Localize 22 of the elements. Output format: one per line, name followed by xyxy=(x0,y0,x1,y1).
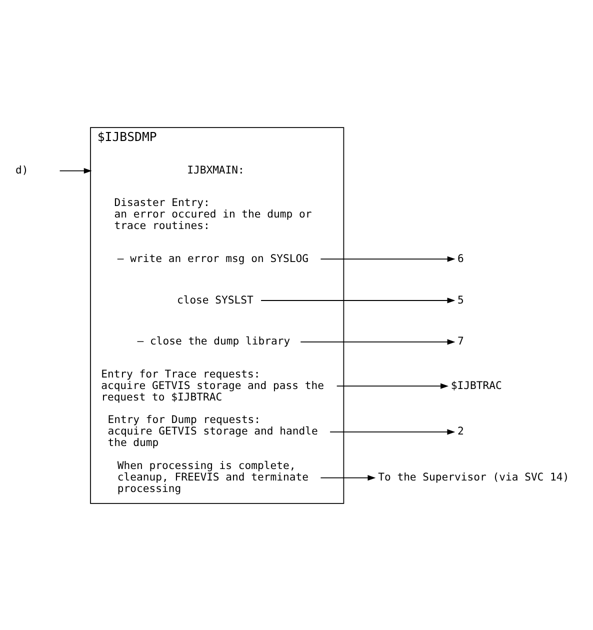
node-text: $IJBTRAC xyxy=(450,379,502,392)
node-text: Entry for Trace requests: acquire GETVIS storage and pass the request to $IJBTRAC xyxy=(101,368,324,403)
node-text: When processing is complete, cleanup, FREEVIS and terminate processing xyxy=(117,460,308,495)
node-text: – write an error msg on SYSLOG xyxy=(117,252,308,264)
arrow xyxy=(336,382,448,388)
node-text: 5 xyxy=(458,294,464,306)
arrow xyxy=(320,474,376,480)
node-text: close SYSLST xyxy=(176,294,254,306)
node-text: Entry for Dump requests: acquire GETVIS storage and handle the dump xyxy=(108,414,318,449)
node-text: To the Supervisor (via SVC 14) xyxy=(378,471,570,484)
node-text: d) xyxy=(16,164,28,176)
node-text: Disaster Entry: an error occured in the dump or trace routines: xyxy=(114,196,312,232)
arrow xyxy=(320,256,456,262)
arrow xyxy=(300,338,456,344)
arrow xyxy=(59,168,92,174)
arrow xyxy=(260,297,456,303)
node-text: 6 xyxy=(458,252,464,264)
arrow xyxy=(330,428,456,434)
node-text: 2 xyxy=(458,425,464,438)
node-text: 7 xyxy=(458,335,464,348)
node-text: IJBXMAIN: xyxy=(187,164,244,176)
node-text: – close the dump library xyxy=(137,335,290,348)
